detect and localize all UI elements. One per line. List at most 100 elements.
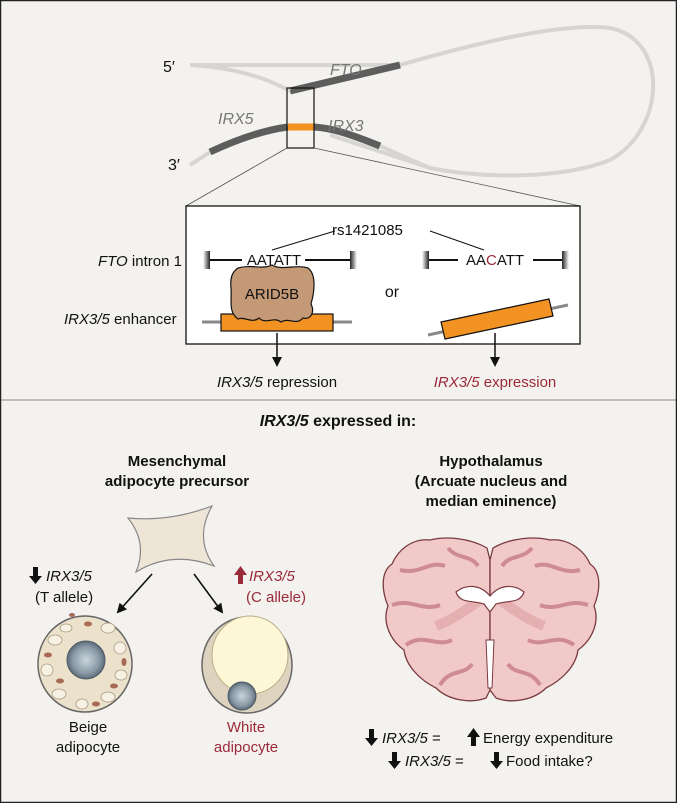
t-allele-label: (T allele) bbox=[35, 589, 93, 606]
eq2-down-arrow-icon-2 bbox=[490, 752, 503, 769]
snp-pointer-right bbox=[429, 230, 485, 251]
c-allele-enhancer bbox=[427, 298, 569, 340]
repression-label: IRX3/5 repression bbox=[217, 374, 337, 391]
dna-strand-lower-right bbox=[379, 144, 431, 170]
cortex-fold bbox=[391, 601, 441, 609]
cortex-fold bbox=[399, 562, 446, 574]
up-arrow-head bbox=[234, 566, 247, 575]
lipid-droplet bbox=[113, 641, 127, 655]
arid5b-protein bbox=[230, 264, 315, 323]
cortex-fold bbox=[438, 662, 474, 687]
five-prime-label: 5′ bbox=[163, 59, 175, 76]
lipid-droplet bbox=[75, 698, 89, 710]
irx3-gene-label: IRX3 bbox=[328, 118, 364, 135]
eq1-gene: IRX3/5 = bbox=[382, 730, 441, 747]
cortex-fold bbox=[527, 637, 576, 647]
brain-left-hemisphere bbox=[382, 537, 491, 702]
up-arrow-shaft bbox=[238, 574, 243, 584]
expressed-in-title: IRX3/5 expressed in: bbox=[260, 413, 417, 430]
mitochondrion bbox=[84, 621, 92, 627]
snp-pointer-left bbox=[271, 230, 336, 251]
intron-cap-right bbox=[350, 251, 357, 269]
arrow-head bbox=[490, 761, 503, 769]
lipid-droplet bbox=[100, 622, 116, 634]
up-arrow-icon bbox=[234, 566, 247, 584]
irx35-down-label: IRX3/5 bbox=[46, 568, 93, 585]
white-adipocyte-label-2: adipocyte bbox=[214, 739, 278, 756]
arrow-shaft bbox=[494, 752, 499, 762]
arrow-head bbox=[388, 761, 401, 769]
lipid-droplet bbox=[40, 663, 54, 677]
mesenchymal-heading-1: Mesenchymal bbox=[128, 453, 226, 470]
intron-cap-right-c bbox=[562, 251, 569, 269]
arrow-to-white bbox=[193, 573, 224, 614]
lipid-droplet bbox=[51, 688, 67, 700]
eq2-food-intake: Food intake? bbox=[506, 753, 593, 770]
third-ventricle bbox=[485, 639, 495, 689]
lipid-droplet bbox=[114, 669, 128, 681]
cortex-fold bbox=[446, 546, 480, 568]
sequence-t-allele: AATATT bbox=[247, 252, 301, 269]
irx3-segment bbox=[313, 123, 382, 150]
fto-gene-label: FTO bbox=[330, 62, 362, 79]
intron-cap-left-c bbox=[422, 251, 429, 269]
three-prime-label: 3′ bbox=[168, 157, 180, 174]
c-allele-label: (C allele) bbox=[246, 589, 306, 606]
precursor-cell bbox=[126, 504, 216, 574]
eq2-gene: IRX3/5 = bbox=[405, 753, 464, 770]
beige-adipocyte-label-1: Beige bbox=[69, 719, 107, 736]
eq2-down-arrow-icon bbox=[388, 752, 401, 769]
arrow-shaft bbox=[392, 752, 397, 762]
irx5-gene-label: IRX5 bbox=[218, 111, 254, 128]
mitochondrion bbox=[56, 678, 64, 684]
arrow-head bbox=[365, 738, 378, 746]
enhancer-block-right bbox=[440, 298, 554, 340]
lipid-droplet bbox=[47, 634, 63, 646]
brain-section bbox=[382, 537, 600, 702]
arrow-shaft bbox=[369, 729, 374, 739]
white-nucleus bbox=[227, 681, 257, 711]
lipid-droplet bbox=[100, 691, 116, 703]
white-adipocyte-label-1: White bbox=[227, 719, 265, 736]
c-allele-intron bbox=[422, 251, 569, 269]
beige-adipocyte-label-2: adipocyte bbox=[56, 739, 120, 756]
irx5-segment bbox=[208, 123, 289, 156]
dna-strand-upper bbox=[190, 25, 656, 178]
hypothalamus-heading-1: Hypothalamus bbox=[439, 453, 542, 470]
mesenchymal-heading-2: adipocyte precursor bbox=[105, 473, 249, 490]
cortex-fold bbox=[534, 562, 581, 574]
fto-segment bbox=[289, 61, 401, 95]
down-arrow-icon bbox=[29, 567, 42, 584]
enhancer-label: IRX3/5 enhancer bbox=[64, 311, 177, 328]
dna-strand-lower-left bbox=[188, 150, 212, 167]
dna-strand-connector bbox=[189, 63, 291, 93]
beige-adipocyte-cell bbox=[37, 613, 133, 713]
irx35-up-label: IRX3/5 bbox=[249, 568, 296, 585]
hypothalamus-heading-3: median eminence) bbox=[426, 493, 557, 510]
down-arrow-head bbox=[29, 576, 42, 584]
lateral-ventricles bbox=[455, 585, 525, 613]
t-allele-intron bbox=[203, 251, 357, 269]
eq1-energy-expenditure: Energy expenditure bbox=[483, 730, 613, 747]
mitochondrion bbox=[69, 613, 75, 617]
fto-intron-label: FTO intron 1 bbox=[98, 253, 182, 270]
beige-nucleus bbox=[66, 640, 106, 680]
chromatin-loop bbox=[185, 25, 656, 207]
zoom-line-right bbox=[313, 147, 581, 207]
mitochondrion bbox=[92, 701, 100, 707]
intron-cap-left bbox=[203, 251, 210, 269]
mitochondrion bbox=[110, 683, 118, 689]
down-arrow-shaft bbox=[33, 567, 38, 577]
brain-right-hemisphere bbox=[489, 537, 600, 702]
zoom-line-left bbox=[185, 147, 288, 207]
arrow-head bbox=[467, 728, 480, 737]
arid5b-label: ARID5B bbox=[245, 286, 299, 303]
cortex-fold bbox=[404, 637, 453, 647]
mitochondrion bbox=[44, 652, 52, 658]
eq1-up-arrow-icon bbox=[467, 728, 480, 746]
zoom-box-small bbox=[286, 87, 315, 149]
large-lipid-droplet bbox=[211, 615, 289, 695]
cortex-fold bbox=[506, 662, 542, 687]
sequence-c-allele: AACATT bbox=[466, 252, 524, 269]
